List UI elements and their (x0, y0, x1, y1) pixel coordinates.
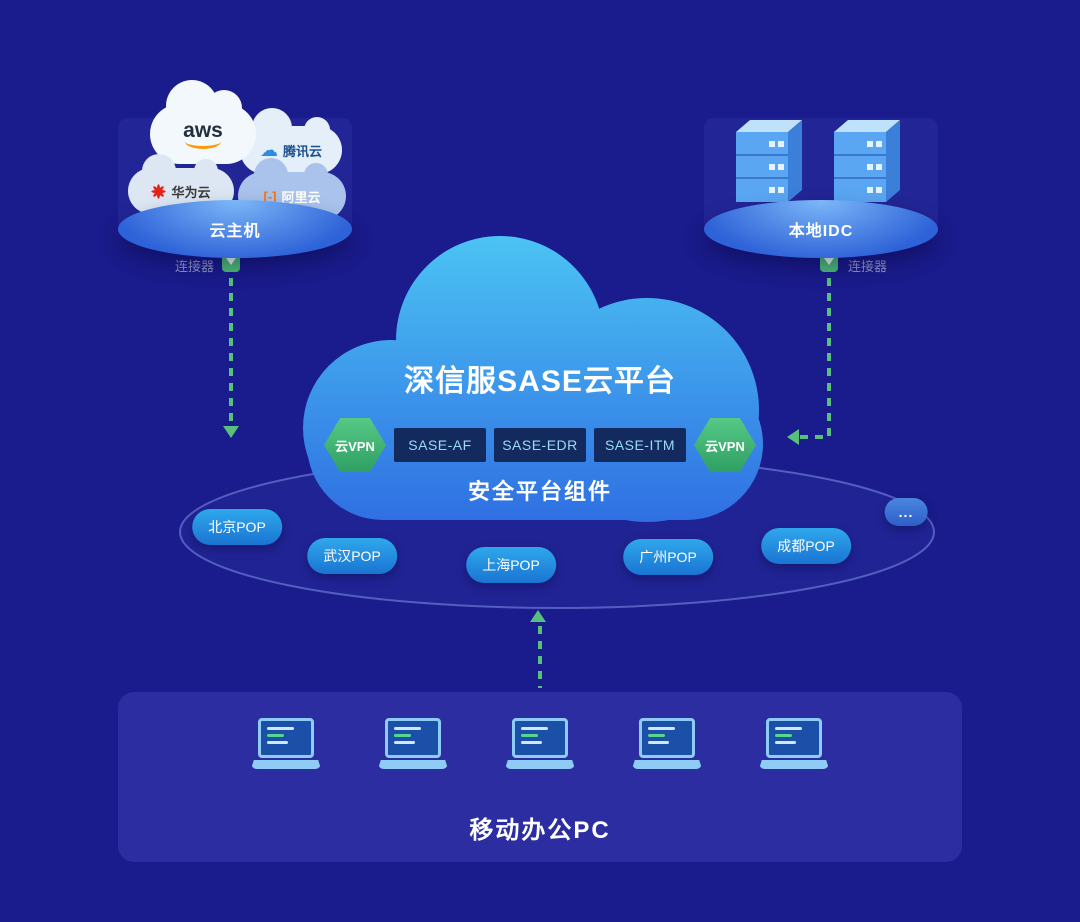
clients-label: 移动办公PC (469, 817, 611, 844)
huawei-logo-icon (151, 183, 167, 199)
aws-logo: aws (183, 118, 223, 142)
pop-guangzhou: 广州POP (623, 539, 713, 575)
idc-label: 本地IDC (788, 223, 854, 240)
platform-title: 深信服SASE云平台 (404, 365, 676, 398)
component-sase-itm: SASE-ITM (594, 428, 686, 462)
laptop-icon (759, 718, 829, 769)
cloud-shape (303, 236, 763, 522)
aws-cloud: aws (150, 80, 256, 164)
right-connector-label: 连接器 (848, 259, 888, 274)
laptop-icon (251, 718, 321, 769)
aws-smile-icon (185, 140, 221, 149)
left-connector-prong (226, 257, 236, 265)
component-row: 云VPN SASE-AF SASE-EDR SASE-ITM 云VPN (295, 418, 785, 472)
right-dashed-line (827, 278, 831, 437)
right-connector-prong (824, 257, 834, 265)
sase-cloud: 深信服SASE云平台 云VPN SASE-AF SASE-EDR SASE-IT… (295, 228, 785, 533)
laptop-icon (378, 718, 448, 769)
tencent-cloud-logo-icon: ☁ (259, 140, 278, 160)
component-sase-af: SASE-AF (394, 428, 486, 462)
platform-subtitle: 安全平台组件 (467, 479, 612, 504)
pop-shanghai: 上海POP (466, 547, 556, 583)
cloud-vpn-right-badge: 云VPN (694, 418, 756, 472)
component-sase-edr: SASE-EDR (494, 428, 586, 462)
laptop-row (118, 718, 962, 769)
up-arrowhead-icon (530, 610, 546, 622)
pop-chengdu: 成都POP (761, 528, 851, 564)
tencent-cloud-label: 腾讯云 (282, 143, 322, 159)
laptop-icon (632, 718, 702, 769)
pop-wuhan: 武汉POP (307, 538, 397, 574)
huawei-cloud-label: 华为云 (171, 184, 211, 200)
idc-servers-icon (736, 120, 900, 202)
huawei-cloud: 华为云 (128, 154, 234, 214)
right-arrowhead-icon (787, 429, 799, 445)
cloud-hosts-platform: 云主机 (118, 200, 352, 258)
right-dashed-elbow (800, 435, 826, 439)
cloud-vpn-left-badge: 云VPN (324, 418, 386, 472)
alibaba-cloud-label: 阿里云 (281, 189, 321, 205)
idc-platform: 本地IDC (704, 200, 938, 258)
left-arrowhead-icon (223, 426, 239, 438)
pop-more: ... (884, 498, 928, 526)
clients-panel: 移动办公PC (118, 692, 962, 862)
cloud-hosts-label: 云主机 (209, 223, 261, 240)
alibaba-cloud-logo-icon: [-] (263, 188, 277, 204)
left-dashed-line (229, 278, 233, 426)
clients-dashed-line (538, 626, 542, 688)
laptop-icon (505, 718, 575, 769)
pop-beijing: 北京POP (192, 509, 282, 545)
left-connector-label: 连接器 (174, 259, 214, 274)
